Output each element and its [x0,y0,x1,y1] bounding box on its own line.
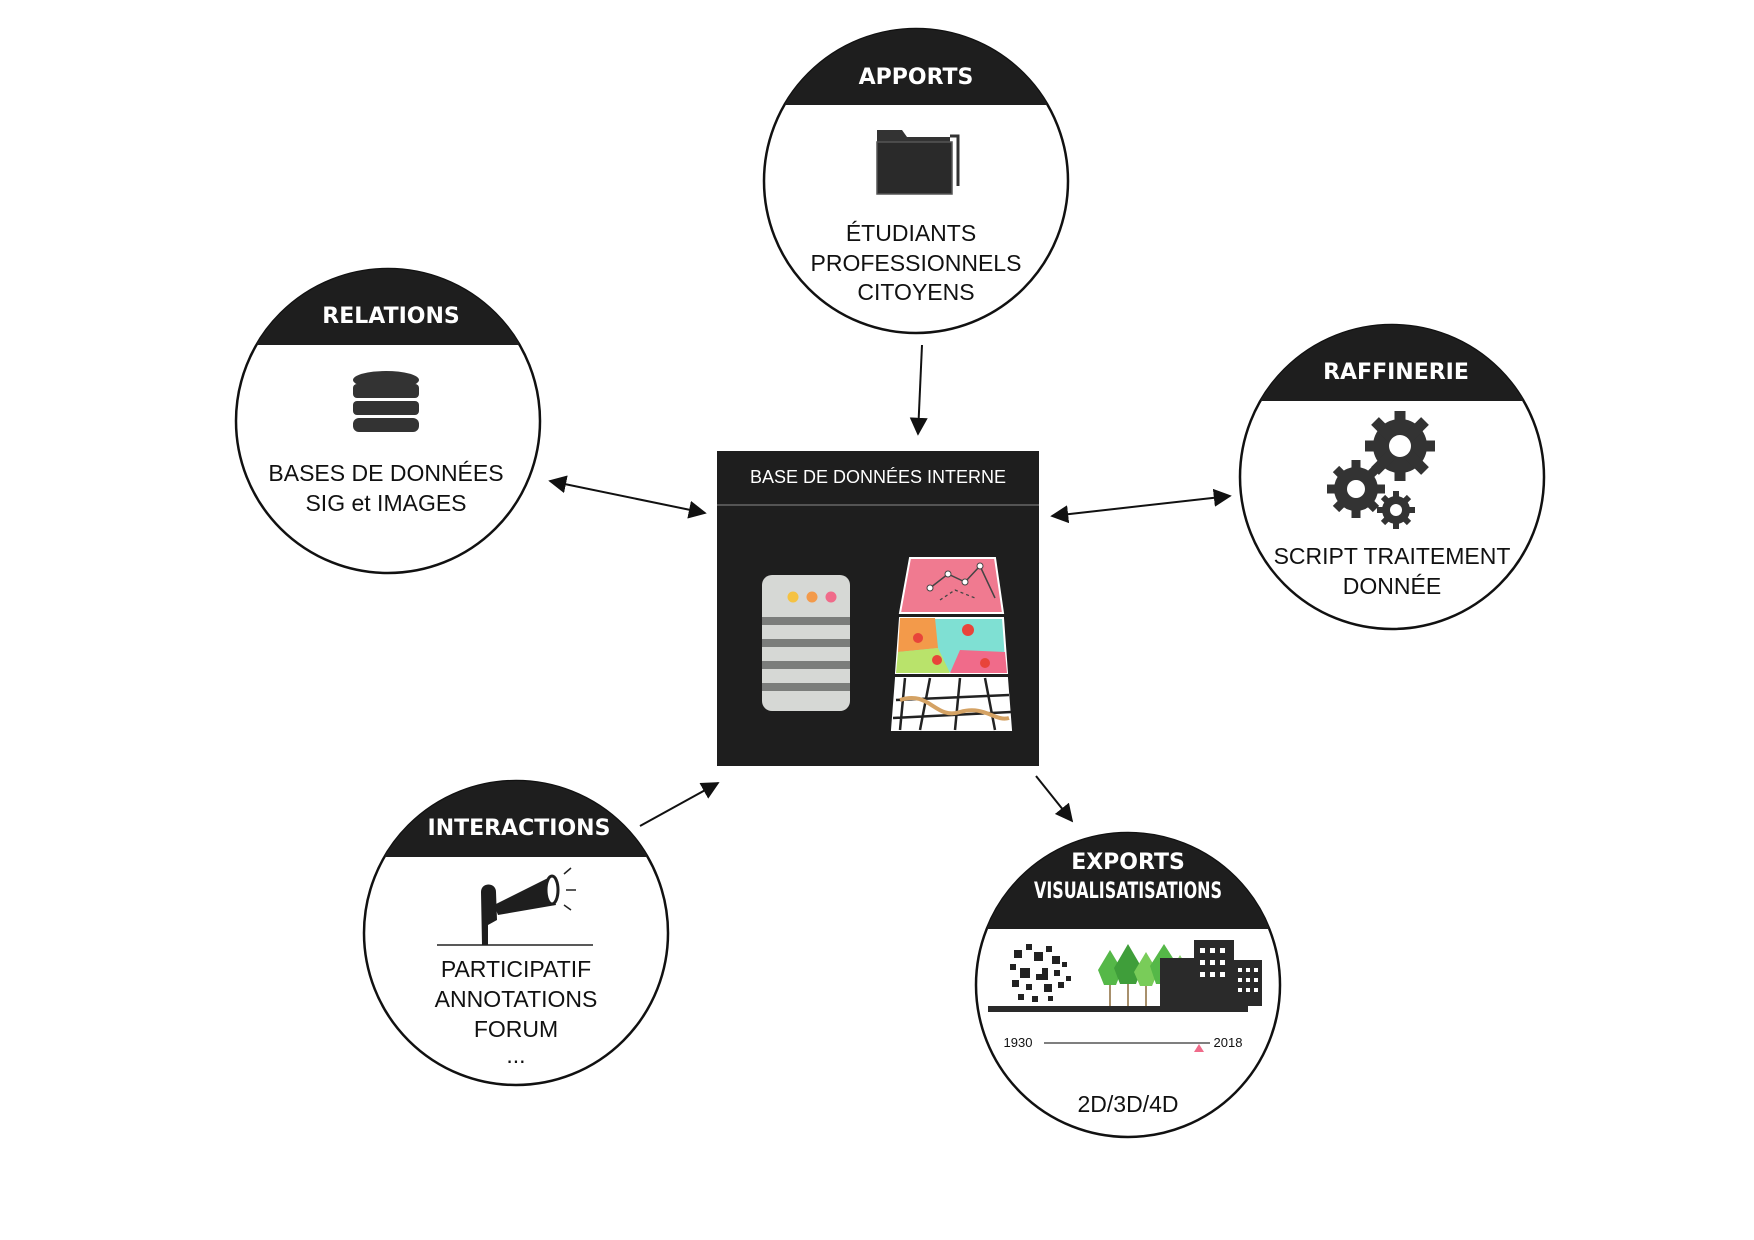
folder-icon [876,130,960,195]
arrow-interactions-to-hub [639,782,720,827]
arrow-hub-to-exports [1035,775,1074,823]
interactions-title: INTERACTIONS [428,816,611,841]
interactions-line-4: ... [506,1042,525,1068]
raffinerie-line-1: SCRIPT TRAITEMENT [1274,543,1511,569]
apports-line-1: ÉTUDIANTS [846,220,976,246]
timeline-start: 1930 [1004,1035,1033,1050]
node-interactions: INTERACTIONS PARTICIPATIF ANNOTATIONS FO… [362,779,670,1087]
exports-title-line-1: EXPORTS [1071,850,1185,875]
relations-line-2: SIG et IMAGES [305,490,466,516]
server-icon [762,575,850,711]
city-trees-icon [988,940,1262,1012]
node-apports: APPORTS ÉTUDIANTS PROFESSIONNELS CITOYEN… [762,27,1070,335]
timeline-end: 2018 [1214,1035,1243,1050]
relations-line-1: BASES DE DONNÉES [268,460,503,486]
raffinerie-line-2: DONNÉE [1343,573,1441,599]
interactions-line-3: FORUM [474,1016,558,1042]
interactions-line-1: PARTICIPATIF [441,956,591,982]
exports-caption: 2D/3D/4D [1078,1091,1179,1117]
timeline: 1930 2018 [1004,1035,1243,1052]
apports-line-3: CITOYENS [857,279,974,305]
apports-line-2: PROFESSIONNELS [811,250,1022,276]
megaphone-person-icon [437,867,593,946]
raffinerie-title: RAFFINERIE [1323,360,1469,385]
apports-title: APPORTS [859,65,974,90]
node-raffinerie: RAFFINERIE [1238,323,1546,631]
hub-panel: BASE DE DONNÉES INTERNE [717,451,1039,766]
arrow-relations-hub [548,475,707,519]
gears-icon [1327,411,1435,529]
arrow-hub-raffinerie [1050,488,1232,524]
connector-arrows [548,344,1232,827]
relations-title: RELATIONS [322,304,459,329]
timeline-marker [1194,1044,1204,1052]
interactions-line-2: ANNOTATIONS [435,986,598,1012]
node-relations: RELATIONS BASES DE DONNÉES SIG et IMAGES [234,267,542,575]
hub-title: BASE DE DONNÉES INTERNE [750,467,1006,487]
map-layers-icon [890,557,1013,731]
exports-title-line-2: VISUALISATISATIONS [1034,879,1222,904]
database-icon [353,371,419,432]
arrow-apports-to-hub [909,344,928,436]
node-exports: EXPORTS VISUALISATISATIONS [974,831,1282,1139]
